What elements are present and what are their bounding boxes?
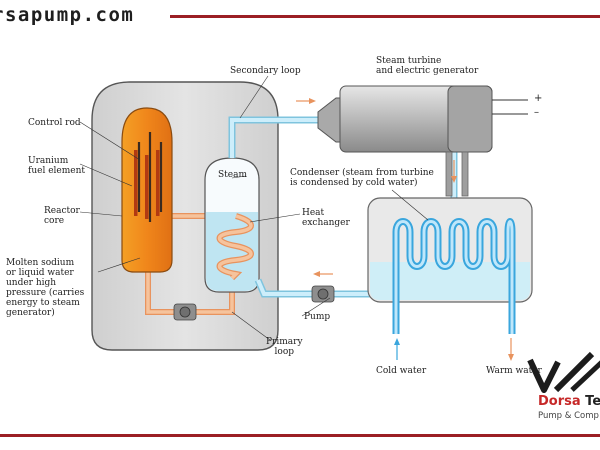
steam-turbine [317,85,528,153]
reactor-core [121,107,173,273]
control-rods [137,132,163,222]
logo-name: Dorsa Te [538,394,600,409]
label-control-rod: Control rod [28,118,81,128]
label-reactor-core: Reactor core [44,206,80,226]
label-steam: Steam [218,170,248,180]
label-terminal-plus: + [534,93,543,104]
label-condenser: Condenser (steam from turbine is condens… [290,168,434,188]
primary-pump [173,303,197,321]
cold-water-arrow [394,338,400,360]
leader-lines [79,75,429,341]
logo-subtitle: Pump & Comp [538,411,599,421]
label-heat-exchanger: Heat exchanger [302,208,350,228]
top-divider [170,15,600,18]
turbine-legs [445,151,469,197]
label-uranium-fuel: Uranium fuel element [28,156,85,176]
label-molten-sodium: Molten sodium or liquid water under high… [6,258,85,318]
secondary-pump [311,285,335,303]
label-primary-loop: Primary loop [266,337,303,357]
company-logo: Dorsa Te Pump & Comp [522,350,600,430]
logo-mark [527,351,600,393]
flow-arrows [296,98,514,361]
heat-exchanger-coil [216,213,254,281]
site-url: rsapump.com [0,4,135,26]
label-cold-water: Cold water [376,366,427,376]
label-secondary-loop: Secondary loop [230,66,301,76]
bottom-divider [0,434,600,437]
label-warm-water: Warm water [486,366,542,376]
label-steam-turbine: Steam turbine and electric generator [376,56,479,76]
label-terminal-minus: – [534,107,539,118]
condenser-coil [392,218,516,334]
label-pump: Pump [304,312,331,322]
